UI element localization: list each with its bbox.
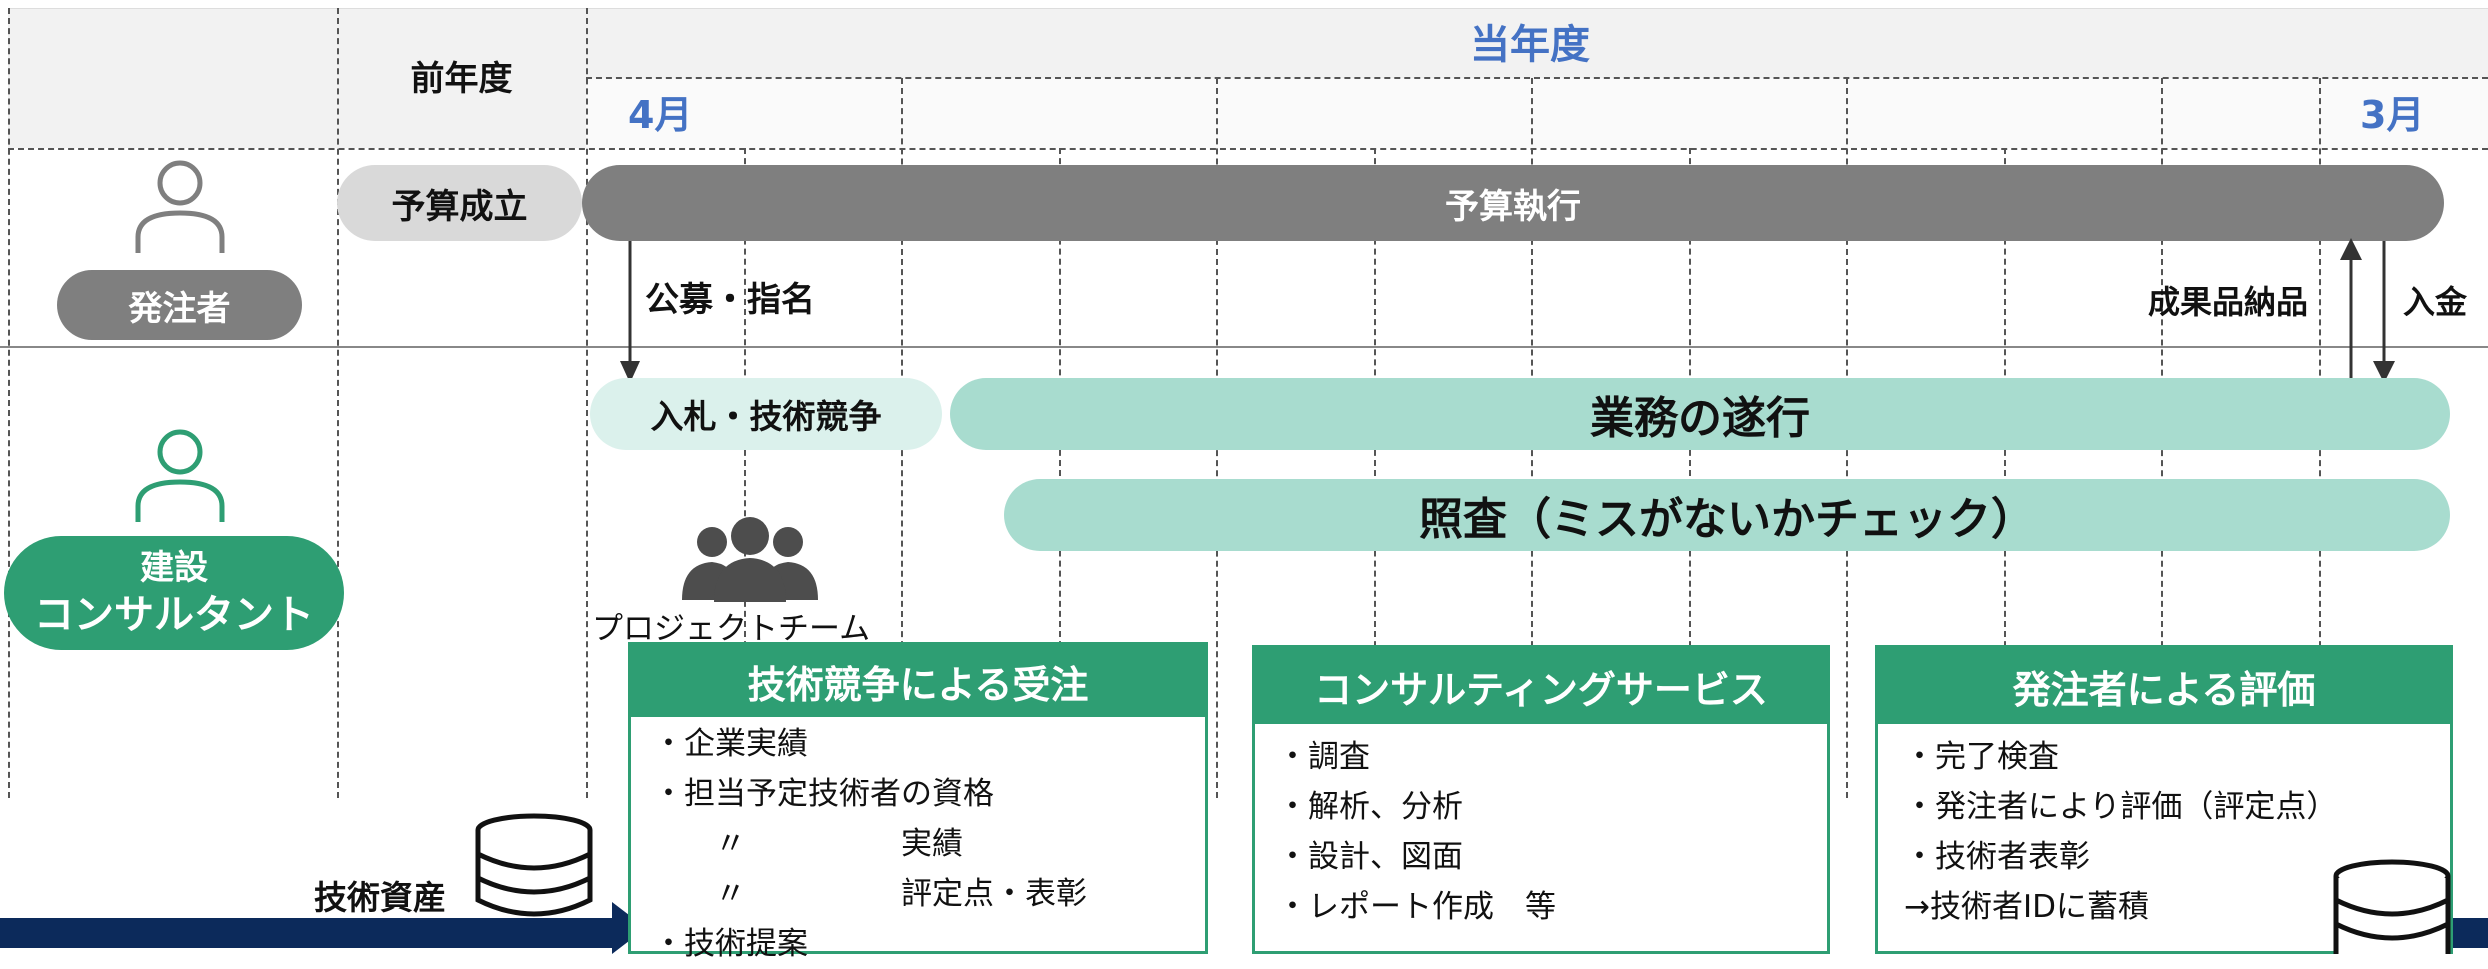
client-label: 発注者 (57, 270, 302, 340)
current-year-label: 当年度 (1470, 22, 1590, 68)
box-client-evaluation-title: 発注者による評価 (1878, 648, 2450, 724)
budget-approval-bar: 予算成立 (337, 165, 582, 241)
list-item: ・技術者表彰 (1904, 839, 2090, 875)
list-item: ・解析、分析 (1277, 789, 1463, 825)
consultant-label: 建設 コンサルタント (4, 536, 344, 650)
grid-v-2 (586, 8, 588, 798)
client-person-icon (135, 160, 225, 253)
prev-year-label: 前年度 (410, 58, 513, 99)
assets-arrow-bar (0, 918, 618, 948)
list-item: ・設計、図面 (1277, 839, 1463, 875)
list-item: 〃 評定点・表彰 (653, 876, 1087, 912)
bid-call-arrow-icon (620, 241, 640, 383)
box-tech-competition: 技術競争による受注 ・企業実績 ・担当予定技術者の資格 〃 実績 〃 評定点・表… (628, 642, 1208, 962)
box-consulting-service: コンサルティングサービス ・調査 ・解析、分析 ・設計、図面 ・レポート作成 等 (1252, 645, 1830, 954)
list-item: 〃 実績 (653, 826, 963, 862)
assets-arrow-tail (2450, 918, 2488, 948)
header-bg-left (8, 8, 586, 148)
deliverable-up-arrow-icon (2340, 238, 2362, 381)
list-item: ・完了検査 (1904, 739, 2059, 775)
grid-v-m5 (1374, 148, 1376, 798)
grid-v-1 (337, 8, 339, 798)
bidding-bar: 入札・技術競争 (590, 378, 942, 450)
grid-header-bottom (8, 148, 2488, 150)
list-item: →技術者IDに蓄積 (1904, 889, 2149, 925)
grid-lane-divider (0, 346, 2488, 348)
box-client-evaluation: 発注者による評価 ・完了検査 ・発注者により評価（評定点） ・技術者表彰 →技術… (1875, 645, 2453, 954)
box-consulting-service-list: ・調査 ・解析、分析 ・設計、図面 ・レポート作成 等 (1255, 724, 1827, 932)
consultant-label-line2: コンサルタント (34, 592, 314, 638)
list-item: ・レポート作成 等 (1277, 889, 1556, 925)
verification-bar: 照査（ミスがないかチェック） (1004, 479, 2450, 551)
payment-label: 入金 (2403, 283, 2468, 321)
list-item: ・調査 (1277, 739, 1370, 775)
execution-bar: 業務の遂行 (950, 378, 2450, 450)
grid-v-0 (8, 8, 10, 798)
header-bg-current (586, 8, 2488, 78)
consultant-person-icon (135, 429, 225, 522)
list-item: ・発注者により評価（評定点） (1904, 789, 2338, 825)
budget-execution-bar: 予算執行 (582, 165, 2444, 241)
month-start-label: 4月 (628, 93, 693, 137)
assets-label: 技術資産 (314, 878, 446, 917)
grid-v-m7 (1689, 148, 1691, 798)
grid-v-m9 (2004, 148, 2006, 798)
grid-v-m3 (1059, 148, 1061, 798)
bid-call-label: 公募・指名 (645, 280, 815, 320)
list-item: ・企業実績 (653, 726, 808, 762)
payment-down-arrow-icon (2373, 241, 2395, 383)
list-item: ・技術提案 (653, 926, 808, 962)
box-client-evaluation-list: ・完了検査 ・発注者により評価（評定点） ・技術者表彰 →技術者IDに蓄積 (1878, 724, 2450, 932)
month-end-label: 3月 (2360, 93, 2425, 137)
box-consulting-service-title: コンサルティングサービス (1255, 648, 1827, 724)
evaluation-database-icon (2333, 859, 2451, 954)
grid-top (8, 8, 2488, 9)
assets-database-icon (475, 813, 593, 917)
header-bg-months (586, 78, 2488, 148)
grid-header-split (586, 77, 2488, 79)
team-label: プロジェクトチーム (592, 611, 871, 647)
box-tech-competition-list: ・企業実績 ・担当予定技術者の資格 〃 実績 〃 評定点・表彰 ・技術提案 (631, 717, 1205, 969)
deliverable-label: 成果品納品 (2148, 283, 2309, 321)
team-icon (682, 517, 818, 602)
list-item: ・担当予定技術者の資格 (653, 776, 994, 812)
box-tech-competition-title: 技術競争による受注 (631, 645, 1205, 717)
grid-v-m1 (744, 148, 746, 798)
consultant-label-line1: 建設 (140, 548, 208, 588)
